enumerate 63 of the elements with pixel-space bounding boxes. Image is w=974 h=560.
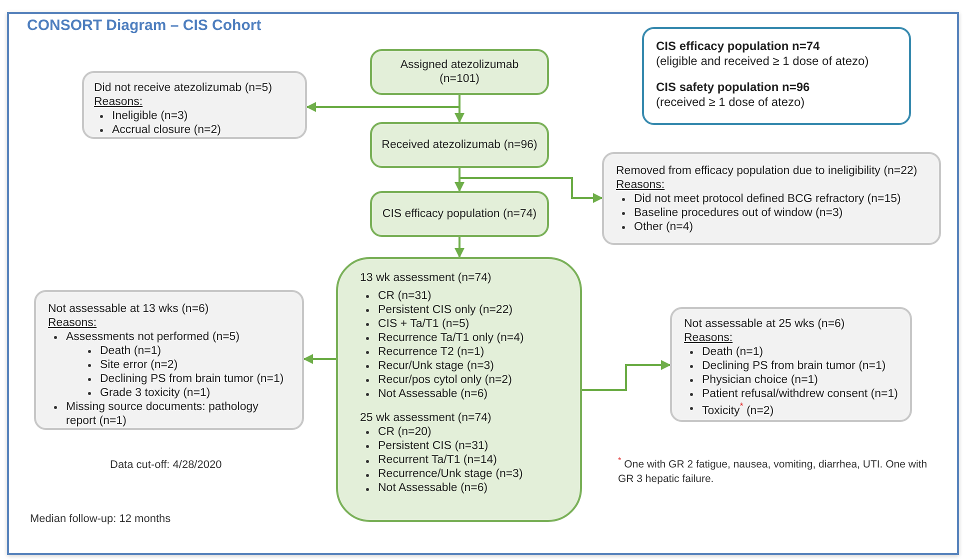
diagram-title: CONSORT Diagram – CIS Cohort <box>27 17 262 34</box>
exclusion-box <box>34 290 304 430</box>
list-item: Persistent CIS only (n=22) <box>360 303 568 318</box>
list-item: Patient refusal/withdrew consent (n=1) <box>684 387 898 402</box>
list-item: Recur/Unk stage (n=3) <box>360 359 568 374</box>
exclusion-box <box>602 152 941 245</box>
list-item: Recurrence T2 (n=1) <box>360 345 568 360</box>
list-item: Site error (n=2) <box>48 358 290 372</box>
box-text: (received ≥ 1 dose of atezo) <box>656 94 806 110</box>
arrow <box>303 354 336 364</box>
reasons-heading: Reasons: <box>94 95 144 110</box>
list-item: Accrual closure (n=2) <box>94 123 295 138</box>
list-item: Death (n=1) <box>48 344 290 358</box>
follow-up-note: Median follow-up: 12 months <box>30 512 172 527</box>
list-item: Toxicity$^{*}$ (n=2) <box>684 401 898 418</box>
list-item: Other (n=4) <box>616 220 927 234</box>
exclusion-box <box>670 307 912 422</box>
list-item: Not Assessable (n=6) <box>360 481 568 496</box>
list-item: Recurrence Ta/T1 only (n=4) <box>360 331 568 346</box>
list-item: CIS + Ta/T1 (n=5) <box>360 317 568 332</box>
population-info-box <box>642 27 911 125</box>
process-box <box>370 122 549 168</box>
list-item: Persistent CIS (n=31) <box>360 439 568 454</box>
list-item: CR (n=20) <box>360 425 568 440</box>
box-text: Not assessable at 25 wks (n=6) <box>684 317 846 332</box>
reasons-heading: Reasons: <box>48 316 98 330</box>
list-item: Recur/pos cytol only (n=2) <box>360 373 568 388</box>
list-item: Baseline procedures out of window (n=3) <box>616 206 927 220</box>
exclusion-box <box>82 71 307 139</box>
list-item: Not Assessable (n=6) <box>360 387 568 402</box>
population-heading: CIS safety population n=96 <box>656 80 811 95</box>
box-text: (eligible and received ≥ 1 dose of atezo) <box>656 54 870 68</box>
list-item: Death (n=1) <box>684 345 898 360</box>
list-item: Recurrence/Unk stage (n=3) <box>360 467 568 482</box>
box-text: CIS efficacy population (n=74) <box>382 206 537 221</box>
list-item: Assessments not performed (n=5) <box>48 330 290 344</box>
box-text: Assigned atezolizumab (n=101) <box>399 58 520 86</box>
process-box <box>370 49 549 95</box>
reasons-heading: Reasons: <box>616 178 666 192</box>
list-item: Missing source documents: pathology report (n=1) <box>48 400 290 428</box>
data-cutoff-note: Data cut-off: 4/28/2020 <box>110 458 223 473</box>
list-item: Declining PS from brain tumor (n=1) <box>48 372 290 386</box>
arrow <box>454 95 464 123</box>
list-item: Did not meet protocol defined BCG refractory (n=15) <box>616 192 927 206</box>
arrow <box>582 360 671 391</box>
footnote: $^{*}$ One with GR 2 fatigue, nausea, vomiting, diarrhea, UTI. One with GR 3 hepatic failure. <box>618 455 928 487</box>
population-heading: CIS efficacy population n=74 <box>656 39 821 54</box>
box-text: Removed from efficacy population due to ineligibility (n=22) <box>616 164 918 178</box>
box-text: Not assessable at 13 wks (n=6) <box>48 302 210 316</box>
assessment-heading: 25 wk assessment (n=74) <box>360 411 492 426</box>
arrow <box>454 237 464 258</box>
process-box <box>336 257 582 522</box>
list-item: Physician choice (n=1) <box>684 373 898 388</box>
list-item: Recurrent Ta/T1 (n=14) <box>360 453 568 468</box>
box-text: Received atezolizumab (n=96) <box>382 138 538 152</box>
process-box <box>370 191 549 237</box>
box-text: Did not receive atezolizumab (n=5) <box>94 81 274 96</box>
list-item: Declining PS from brain tumor (n=1) <box>684 359 898 374</box>
box-text: 13 wk assessment (n=74) <box>360 271 492 286</box>
list-item: CR (n=31) <box>360 289 568 304</box>
list-item: Grade 3 toxicity (n=1) <box>48 386 290 400</box>
list-item: Ineligible (n=3) <box>94 109 295 124</box>
reasons-heading: Reasons: <box>684 331 734 346</box>
